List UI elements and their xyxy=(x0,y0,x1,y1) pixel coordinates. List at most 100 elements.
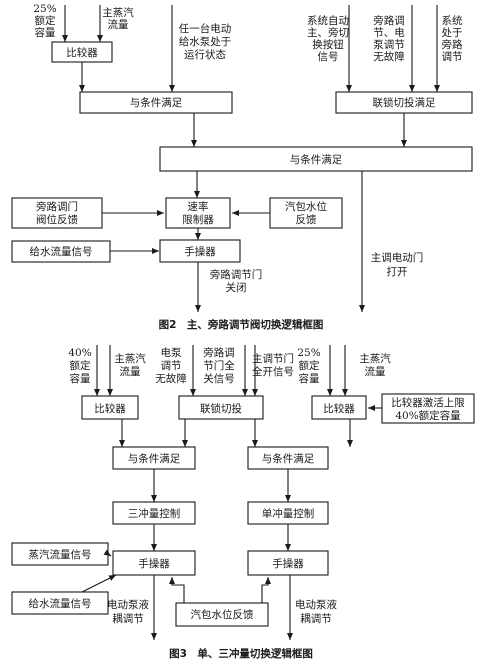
fig3-comparator-left-box xyxy=(81,395,139,420)
label-line: 耦调节 xyxy=(300,613,332,625)
label-line: 无故障 xyxy=(373,50,405,63)
label-line: 流量 xyxy=(108,18,129,31)
label-line: 额定 xyxy=(35,14,56,27)
label-line: 限制器 xyxy=(182,213,214,226)
fig3-steam-flow-signal-label: 蒸汽流量信号 xyxy=(29,548,92,561)
fig2-and-condition-left-box xyxy=(79,91,233,114)
label-line: 电泵 xyxy=(161,346,182,359)
input-40pct-capacity: 40%额定容量 xyxy=(68,347,91,385)
label-line: 容量 xyxy=(299,372,320,385)
label-line: 节、电 xyxy=(373,26,405,39)
fig3-and-condition-right-label: 与条件满足 xyxy=(262,452,315,465)
label-line: 反馈 xyxy=(296,213,317,226)
fig2-comparator-label: 比较器 xyxy=(66,46,98,59)
fig2-interlock-satisfied-label: 联锁切投满足 xyxy=(373,96,436,109)
fig2-bypass-feedback-box xyxy=(11,197,103,229)
label-line: 额定 xyxy=(299,359,320,372)
label-line: 汽包水位 xyxy=(285,200,327,213)
label-line: 25% xyxy=(33,3,56,15)
label-line: 主调节门 xyxy=(252,352,294,365)
fig2-rate-limiter-box xyxy=(165,197,231,229)
input-pump-running: 任一台电动给水泵处于运行状态 xyxy=(179,22,232,61)
label-line: 额定 xyxy=(70,359,91,372)
figure-3: 40%额定容量 主蒸汽流量 电泵调节无故障 旁路调节门全关信号 主调节门全开信号… xyxy=(11,345,475,660)
label-line: 主蒸汽 xyxy=(102,6,134,19)
fig3-comparator-right-label: 比较器 xyxy=(323,402,355,415)
input-auto-switch-signal: 系统自动主、旁切换按钮信号 xyxy=(307,14,349,63)
label-line: 任一台电动 xyxy=(179,22,232,35)
label-line: 电动泵液 xyxy=(107,598,149,611)
label-line: 流量 xyxy=(120,365,141,378)
fig3-comparator-left-label: 比较器 xyxy=(94,402,126,415)
fig3-manual-left-box xyxy=(112,550,196,576)
label-line: 处于 xyxy=(442,27,463,39)
label-line: 旁路 xyxy=(442,38,463,51)
fig3-feedwater-signal-box xyxy=(11,591,109,615)
fig3-three-impulse-label: 三冲量控制 xyxy=(128,507,181,520)
label-line: 给水泵处于 xyxy=(179,35,232,48)
fig2-output-main-valve-open: 主调电动门打开 xyxy=(371,251,424,278)
label-line: 无故障 xyxy=(155,372,187,385)
label-line: 系统 xyxy=(442,14,463,27)
label-line: 关信号 xyxy=(203,372,235,385)
fig2-bypass-feedback-label: 旁路调门阀位反馈 xyxy=(36,200,78,226)
label-line: 换按钮 xyxy=(312,38,344,51)
fig2-rate-limiter-label: 速率限制器 xyxy=(182,200,214,226)
fig3-interlock-box xyxy=(178,395,264,420)
input-main-open-signal: 主调节门全开信号 xyxy=(252,352,294,378)
label-line: 旁路调门 xyxy=(36,200,78,213)
input-bypass-closed-signal: 旁路调节门全关信号 xyxy=(203,346,235,385)
fig3-output-left: 电动泵液耦调节 xyxy=(107,598,149,625)
label-line: 打开 xyxy=(387,265,408,278)
label-line: 容量 xyxy=(70,372,91,385)
label-line: 主调电动门 xyxy=(371,251,424,264)
label-line: 信号 xyxy=(318,51,339,63)
label-line: 主蒸汽 xyxy=(359,352,391,365)
fig3-drum-level-box xyxy=(175,602,269,627)
label-line: 主、旁切 xyxy=(307,26,349,39)
label-line: 流量 xyxy=(365,365,386,378)
fig2-feedwater-signal-label: 给水流量信号 xyxy=(30,245,93,258)
fig3-interlock-label: 联锁切投 xyxy=(200,402,242,415)
label-line: 旁路调 xyxy=(203,346,235,359)
fig3-manual-left-label: 手操器 xyxy=(138,557,170,570)
fig3-feedwater-signal-label: 给水流量信号 xyxy=(29,597,92,610)
fig3-manual-right-label: 手操器 xyxy=(272,557,304,570)
input-25pct-capacity: 25%额定容量 xyxy=(33,3,56,39)
label-line: 调节 xyxy=(442,51,463,63)
input-bypass-state: 系统处于旁路调节 xyxy=(442,14,463,63)
fig3-upper-limit-box xyxy=(381,393,475,424)
label-line: 速率 xyxy=(188,200,209,213)
fig2-and-condition-main-label: 与条件满足 xyxy=(290,153,343,166)
input-main-steam-flow-right: 主蒸汽流量 xyxy=(359,352,391,378)
input-25pct-capacity-right: 25%额定容量 xyxy=(297,347,320,385)
fig3-output-right: 电动泵液耦调节 xyxy=(295,598,337,625)
fig3-and-condition-left-label: 与条件满足 xyxy=(128,452,181,465)
input-pump-no-fault: 电泵调节无故障 xyxy=(155,346,187,385)
fig2-and-condition-left-label: 与条件满足 xyxy=(130,96,183,109)
label-line: 25% xyxy=(297,347,320,359)
label-line: 40%额定容量 xyxy=(395,409,461,422)
fig2-drum-level-feedback-box xyxy=(269,197,343,229)
fig3-manual-right-box xyxy=(247,550,329,576)
fig3-caption: 图3 单、三冲量切换逻辑框图 xyxy=(169,647,313,660)
label-line: 比较器激活上限 xyxy=(391,396,465,409)
fig3-comparator-right-box xyxy=(311,395,367,420)
fig2-manual-operator-box xyxy=(159,239,241,263)
fig3-single-impulse-label: 单冲量控制 xyxy=(262,507,315,520)
label-line: 全开信号 xyxy=(252,365,294,378)
label-line: 40% xyxy=(68,347,91,359)
fig2-output-bypass-close: 旁路调节门关闭 xyxy=(210,268,263,294)
label-line: 电动泵液 xyxy=(295,598,337,611)
label-line: 容量 xyxy=(35,26,56,39)
figure-2: 25%额定容量 主蒸汽流量 任一台电动给水泵处于运行状态 系统自动主、旁切换按钮… xyxy=(11,3,473,331)
input-bypass-pump-ok: 旁路调节、电泵调节无故障 xyxy=(373,14,405,63)
label-line: 旁路调 xyxy=(373,14,405,27)
label-line: 阀位反馈 xyxy=(36,213,78,226)
label-line: 运行状态 xyxy=(184,48,226,61)
label-line: 系统自动 xyxy=(307,14,349,27)
input-main-steam-flow: 主蒸汽流量 xyxy=(102,6,134,31)
fig2-manual-operator-label: 手操器 xyxy=(184,245,216,258)
